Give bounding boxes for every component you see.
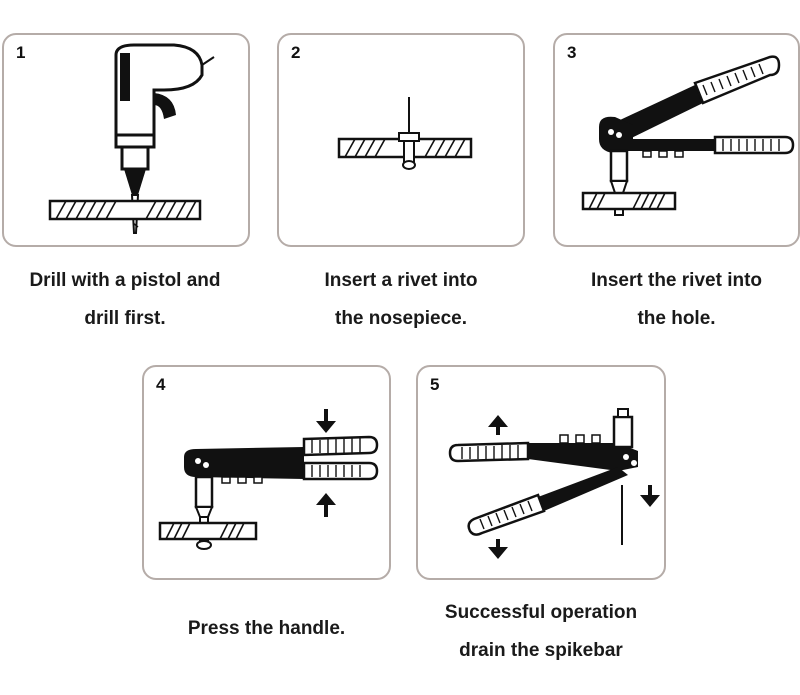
step-3-panel: 3 [553,33,800,247]
step-1-panel: 1 [2,33,250,247]
step-3-number: 3 [567,43,577,62]
step-2-caption-line2: the nosepiece. [335,308,467,329]
step-1-caption-line1: Drill with a pistol and [29,270,221,291]
step-4-number: 4 [156,375,166,394]
step-5-panel: 5 [416,365,666,580]
step-2-panel: 2 [277,33,525,247]
step-3-caption-line2: the hole. [637,308,716,329]
step-4-caption: Press the handle. [142,610,391,648]
rivet-gun-press-icon [158,409,379,550]
step-5-caption: Successful operation drain the spikebar [416,594,666,670]
drill-icon [48,43,215,234]
step-5-number: 5 [430,375,440,394]
step-1-caption: Drill with a pistol and drill first. [0,262,250,338]
step-5-caption-line2: drain the spikebar [459,640,623,661]
step-2-caption: Insert a rivet into the nosepiece. [277,262,525,338]
step-1-caption-line2: drill first. [84,308,166,329]
rivet-gun-release-icon [448,408,660,559]
step-2-caption-line1: Insert a rivet into [324,270,478,291]
rivet-icon [337,97,473,170]
step-1-number: 1 [16,43,26,62]
step-2-number: 2 [291,43,301,62]
step-4-panel: 4 [142,365,391,580]
step-5-caption-line1: Successful operation [444,602,638,623]
step-4-caption-line1: Press the handle. [187,618,346,639]
step-3-caption: Insert the rivet into the hole. [553,262,800,338]
rivet-gun-icon [581,55,795,216]
step-3-caption-line1: Insert the rivet into [590,270,763,291]
